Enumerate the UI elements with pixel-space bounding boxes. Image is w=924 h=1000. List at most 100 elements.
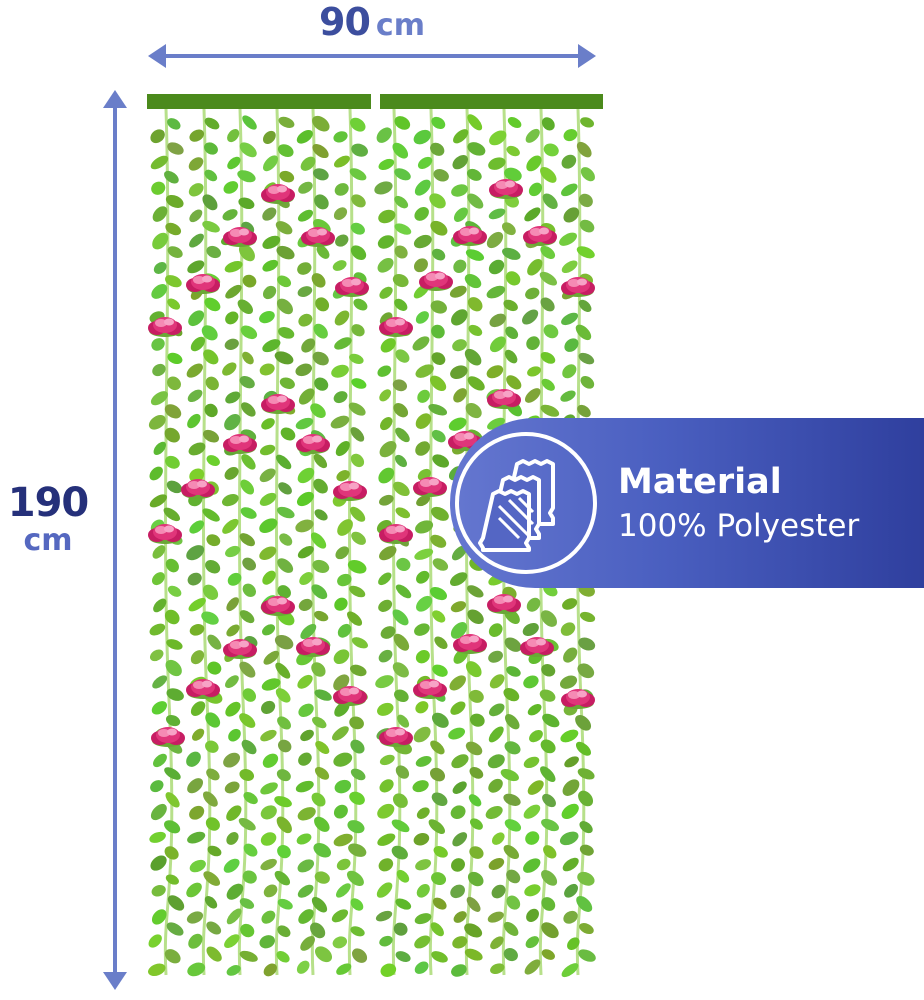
- leaf: [202, 220, 220, 233]
- leaf: [464, 948, 483, 961]
- leaf: [414, 623, 430, 636]
- leaf: [431, 116, 446, 130]
- leaf: [350, 739, 365, 754]
- leaf: [279, 170, 295, 183]
- leaf: [351, 194, 366, 208]
- leaf: [186, 363, 203, 378]
- leaf: [277, 716, 291, 730]
- leaf: [526, 155, 542, 172]
- leaf: [313, 842, 332, 858]
- leaf: [262, 207, 277, 221]
- leaf: [203, 871, 221, 886]
- leaf: [278, 116, 295, 128]
- vine-stem: [163, 108, 174, 976]
- leaf: [204, 297, 221, 312]
- leaf: [563, 207, 580, 223]
- leaf: [165, 558, 179, 573]
- leaf: [239, 533, 255, 547]
- leaf: [277, 144, 294, 158]
- rose-flower: [413, 477, 447, 497]
- leaf: [378, 209, 396, 224]
- leaf: [202, 584, 219, 600]
- leaf: [312, 559, 330, 573]
- leaf: [431, 324, 445, 339]
- leaf: [394, 454, 408, 468]
- leaf: [452, 339, 467, 352]
- leaf: [523, 675, 539, 689]
- leaf: [165, 455, 180, 469]
- leaf: [488, 858, 505, 870]
- leaf: [542, 793, 556, 808]
- leaf: [529, 730, 543, 743]
- leaf: [431, 872, 447, 886]
- leaf: [378, 467, 395, 484]
- leaf: [467, 871, 484, 887]
- leaf: [226, 965, 241, 976]
- leaf: [311, 662, 326, 677]
- leaf: [165, 874, 179, 885]
- leaf: [467, 609, 484, 624]
- leaf: [350, 453, 365, 468]
- leaf: [394, 298, 408, 311]
- leaf: [452, 155, 468, 170]
- leaf: [206, 455, 220, 466]
- leaf: [453, 129, 469, 144]
- leaf: [295, 417, 314, 430]
- leaf: [576, 895, 593, 912]
- leaf: [540, 297, 555, 312]
- height-unit: cm: [23, 523, 73, 558]
- leaf: [241, 454, 256, 470]
- leaf: [523, 804, 541, 819]
- leaf: [151, 885, 166, 897]
- leaf: [164, 846, 179, 860]
- leaf: [164, 767, 181, 780]
- leaf: [432, 610, 446, 623]
- leaf: [241, 402, 256, 417]
- leaf: [378, 158, 395, 171]
- leaf: [396, 869, 410, 883]
- leaf: [380, 338, 396, 353]
- leaf: [487, 754, 505, 769]
- leaf: [528, 182, 543, 197]
- leaf: [301, 338, 316, 353]
- leaf: [151, 701, 168, 715]
- leaf: [275, 688, 291, 703]
- leaf: [189, 805, 205, 820]
- leaf: [331, 364, 349, 378]
- leaf: [242, 557, 257, 571]
- leaf: [395, 951, 411, 962]
- leaf: [297, 286, 313, 297]
- leaf: [237, 299, 253, 315]
- leaf: [432, 558, 449, 571]
- leaf: [488, 259, 505, 275]
- leaf: [334, 337, 352, 350]
- leaf: [579, 821, 593, 834]
- leaf: [522, 309, 539, 325]
- leaf: [453, 259, 467, 273]
- leaf: [394, 195, 409, 209]
- leaf: [394, 168, 411, 181]
- leaf: [224, 781, 240, 794]
- leaf: [241, 739, 257, 755]
- leaf: [205, 740, 219, 753]
- leaf: [313, 323, 328, 339]
- leaf: [151, 338, 165, 351]
- leaf: [541, 818, 559, 832]
- leaf: [430, 375, 447, 392]
- leaf: [300, 729, 314, 742]
- leaf: [467, 142, 486, 156]
- leaf: [503, 687, 520, 702]
- leaf: [151, 284, 168, 299]
- leaf: [334, 310, 350, 326]
- leaf: [540, 404, 560, 417]
- leaf: [237, 170, 256, 183]
- leaf: [350, 117, 366, 132]
- leaf: [311, 584, 328, 600]
- leaf: [465, 741, 483, 756]
- leaf: [239, 610, 255, 624]
- leaf: [434, 636, 448, 650]
- leaf: [201, 325, 218, 341]
- leaf: [334, 779, 352, 794]
- leaf: [242, 351, 254, 365]
- leaf: [300, 156, 316, 171]
